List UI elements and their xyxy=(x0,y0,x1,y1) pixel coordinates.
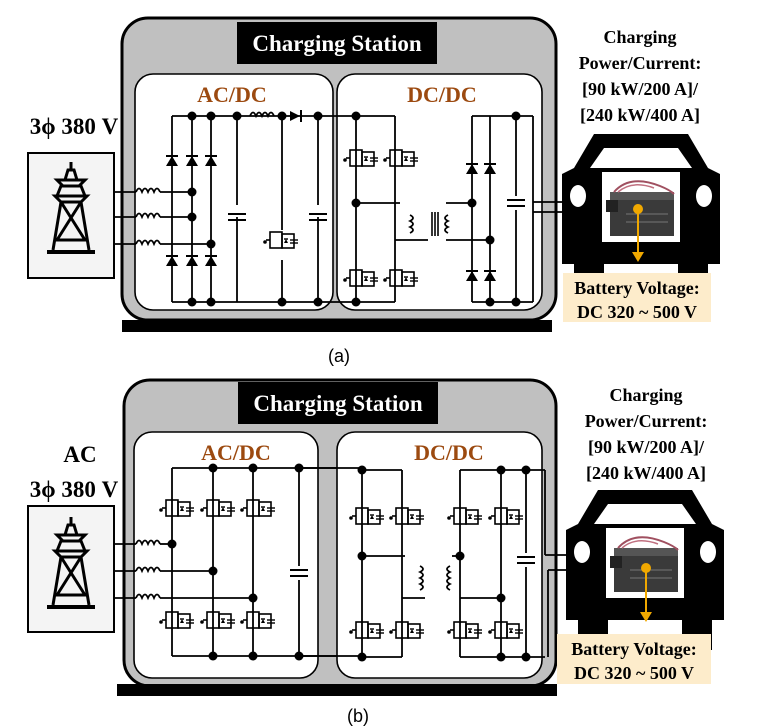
dc-dc-converter: DC/DC xyxy=(318,73,565,311)
power-grid-tower-icon xyxy=(27,152,115,279)
electric-vehicle-icon xyxy=(561,133,721,295)
svg-text:Power/Current:: Power/Current: xyxy=(585,411,708,431)
dc-dc-label: DC/DC xyxy=(407,82,477,107)
caption-b: (b) xyxy=(347,706,369,726)
svg-text:Battery Voltage:: Battery Voltage: xyxy=(574,278,699,298)
station-base xyxy=(122,320,552,332)
svg-text:Power/Current:: Power/Current: xyxy=(579,53,702,73)
svg-text:Charging: Charging xyxy=(603,27,676,47)
battery-arrow-icon xyxy=(632,204,644,262)
svg-text:DC 320 ~ 500 V: DC 320 ~ 500 V xyxy=(577,302,697,322)
station-title-bar xyxy=(237,22,437,64)
caption-a: (a) xyxy=(328,346,350,366)
svg-text:[240 kW/400 A]: [240 kW/400 A] xyxy=(580,105,700,125)
station-title: Charging Station xyxy=(253,391,423,416)
ac-dc-converter: AC/DC xyxy=(114,73,334,311)
dc-dc-converter: DC/DC xyxy=(336,431,570,679)
svg-text:Charging: Charging xyxy=(609,385,682,405)
station-title-bar xyxy=(238,382,438,424)
battery-voltage-label: Battery Voltage: DC 320 ~ 500 V xyxy=(557,634,711,684)
svg-text:[90 kW/200 A]/: [90 kW/200 A]/ xyxy=(582,79,699,99)
svg-text:[240 kW/400 A]: [240 kW/400 A] xyxy=(586,463,706,483)
dc-dc-label: DC/DC xyxy=(414,440,484,465)
svg-text:DC 320 ~ 500 V: DC 320 ~ 500 V xyxy=(574,663,694,683)
charging-power-label: Charging Power/Current: [90 kW/200 A]/ [… xyxy=(579,27,702,125)
battery-voltage-label: Battery Voltage: DC 320 ~ 500 V xyxy=(563,273,711,322)
charging-power-label: Charging Power/Current: [90 kW/200 A]/ [… xyxy=(585,385,708,483)
panel-a: 3ϕ 380 V Charging Station AC/DC xyxy=(27,16,721,366)
power-grid-tower-icon xyxy=(27,505,115,633)
source-voltage-label: 3ϕ 380 V xyxy=(30,477,119,502)
source-type-label: AC xyxy=(63,442,96,467)
station-title: Charging Station xyxy=(252,31,422,56)
ac-dc-label: AC/DC xyxy=(201,440,271,465)
source-voltage-label: 3ϕ 380 V xyxy=(30,114,119,139)
station-base xyxy=(117,684,557,696)
panel-b: AC 3ϕ 380 V Charging Station AC/DC xyxy=(27,378,725,726)
svg-text:[90 kW/200 A]/: [90 kW/200 A]/ xyxy=(588,437,705,457)
svg-text:Battery Voltage:: Battery Voltage: xyxy=(571,639,696,659)
battery-arrow-icon xyxy=(640,563,652,622)
ac-dc-label: AC/DC xyxy=(197,82,267,107)
